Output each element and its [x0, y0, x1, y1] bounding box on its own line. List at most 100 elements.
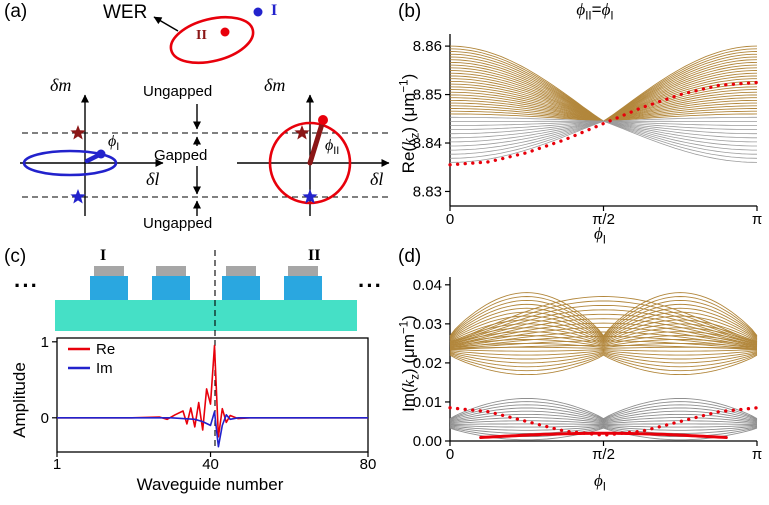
- bulk-band-upper: [450, 105, 757, 122]
- y-tick-label: 0.04: [413, 277, 442, 294]
- plot-frame: [56, 337, 369, 453]
- panel-d-label: (d): [398, 246, 422, 267]
- bulk-band-upper: [449, 91, 758, 122]
- waveguide-3: [222, 276, 260, 300]
- left-winding-ellipse: [22, 149, 118, 177]
- bulk-arc-upper: [449, 327, 758, 347]
- point-I-label: I: [271, 2, 278, 19]
- bulk-band-upper: [450, 94, 757, 122]
- bulk-lens-upper: [449, 354, 758, 376]
- subscript-I: I: [602, 234, 607, 247]
- y-tick-label: 0.03: [413, 316, 442, 333]
- bulk-band-lower: [450, 120, 757, 155]
- right-winding-circle: [268, 121, 352, 205]
- bulk-arc-upper: [449, 344, 758, 350]
- phi-symbol: ϕ: [593, 471, 603, 490]
- bulk-lens-lower: [449, 407, 758, 422]
- panel-c-xlabel: Waveguide number: [136, 475, 284, 494]
- bulk-lens-upper: [449, 349, 758, 352]
- panel-d-xlabel: ϕI: [560, 472, 640, 494]
- y-tick-label: 8.86: [413, 38, 442, 55]
- bulk-band-upper: [450, 110, 757, 122]
- bulk-lens-upper: [449, 335, 758, 347]
- bulk-lens-lower: [449, 424, 758, 428]
- subscript-z: z: [409, 374, 422, 380]
- phi-symbol: ϕ: [325, 137, 334, 154]
- ylabel-mid: ) (μm: [399, 334, 419, 375]
- legend-label-Re: Re: [96, 341, 115, 358]
- bulk-lens-upper: [449, 353, 758, 372]
- x-tick-label: π: [752, 211, 762, 228]
- phi-II-label: ϕII: [325, 137, 339, 158]
- superscript-minus1: −1: [398, 79, 411, 93]
- bulk-lens-upper: [449, 307, 758, 340]
- bulk-lens-lower: [449, 425, 758, 431]
- bulk-lens-upper: [449, 303, 758, 340]
- bulk-band-lower: [450, 116, 757, 122]
- x-tick-label: 40: [202, 456, 219, 473]
- phi-symbol: ϕ: [601, 0, 611, 19]
- phi-symbol: ϕ: [593, 224, 603, 243]
- right-upper-star: [294, 125, 310, 140]
- phi-I-dot: [96, 149, 106, 159]
- bulk-lens-lower: [449, 423, 758, 425]
- bulk-lens-upper: [449, 327, 758, 345]
- panel-d-ylabel: Im(kz) (μm−1): [398, 279, 421, 449]
- y-tick-label: 8.83: [413, 183, 442, 200]
- y-tick-label: 0.00: [413, 433, 442, 450]
- bulk-band-upper: [449, 67, 758, 122]
- subscript-I: I: [602, 481, 607, 494]
- k-symbol: k: [399, 138, 419, 146]
- bulk-band-upper: [449, 72, 758, 122]
- bulk-arc-upper: [449, 322, 758, 347]
- bulk-lens-lower: [449, 397, 758, 420]
- phi-II-vector: [307, 121, 325, 166]
- bulk-lens-lower: [449, 420, 758, 425]
- series-Im: [57, 410, 368, 448]
- panel-b-title: ϕII=ϕI: [505, 1, 685, 23]
- point-II-label: II: [196, 28, 207, 43]
- ylabel-mid: ) (μm: [399, 92, 419, 133]
- left-x-axis-label: δl: [146, 169, 160, 189]
- waveguide-3-cap: [226, 266, 256, 276]
- bulk-lens-upper: [449, 351, 758, 364]
- bulk-lens-upper: [449, 299, 758, 339]
- bulk-lens-lower: [449, 410, 758, 423]
- ylabel-pre: Re(: [399, 145, 419, 174]
- ylabel-pre: Im(: [399, 387, 419, 412]
- wer-edge-mode-dotted: [448, 406, 759, 437]
- bulk-lens-upper: [449, 350, 758, 360]
- x-tick-label: π/2: [592, 211, 615, 228]
- point-I-dot: [253, 7, 263, 17]
- phi-symbol: ϕ: [108, 133, 117, 150]
- ungapped-bottom-label: Ungapped: [143, 215, 213, 232]
- panel-b-xlabel: ϕI: [560, 225, 640, 247]
- phi-I-subscript: I: [116, 141, 120, 154]
- waveguide-1: [90, 276, 128, 300]
- edge-mode-solid: [479, 431, 728, 439]
- ylabel-post: ): [399, 73, 419, 80]
- bulk-arc-upper: [449, 300, 758, 343]
- bulk-lens-upper: [449, 292, 758, 337]
- left-upper-star: [70, 125, 86, 140]
- y-tick-label: 0: [41, 410, 49, 427]
- ellipsis-left: ···: [14, 273, 39, 298]
- region-I-label: I: [100, 247, 107, 264]
- y-tick-label: 1: [41, 334, 49, 351]
- bulk-band-upper: [449, 86, 758, 122]
- right-y-axis-label: δm: [264, 75, 286, 95]
- x-tick-label: 0: [446, 211, 454, 228]
- left-y-axis-label: δm: [50, 75, 72, 95]
- equals-sign: =: [591, 0, 602, 19]
- bulk-lens-upper: [449, 352, 758, 368]
- subscript-z: z: [409, 132, 422, 139]
- wer-ellipse: [169, 15, 255, 65]
- y-tick-label: 8.84: [413, 135, 442, 152]
- waveguide-2-cap: [156, 266, 186, 276]
- x-tick-label: π/2: [592, 446, 615, 463]
- ellipsis-right: ···: [358, 273, 383, 298]
- bulk-lens-lower: [449, 417, 758, 424]
